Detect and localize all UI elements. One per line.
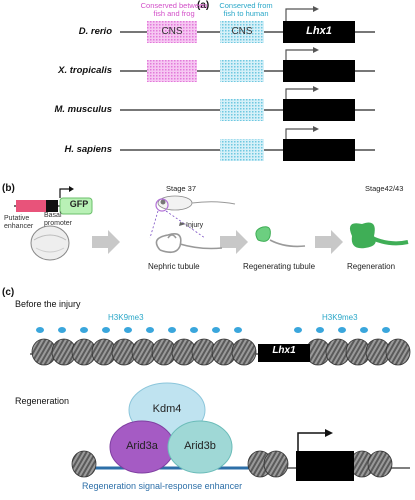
putative-enhancer-box: [16, 200, 46, 212]
panel-b-label: (b): [2, 183, 15, 194]
before-injury-title: Before the injury: [15, 299, 81, 309]
cns-cyan-box: [220, 21, 264, 43]
species-label: H. sapiens: [64, 144, 112, 155]
arid3b-label: Arid3b: [184, 440, 216, 452]
cns-pink-box: [147, 60, 197, 82]
basal-promoter-line-2: promoter: [44, 220, 73, 227]
cns-label-cyan: CNS: [231, 26, 253, 37]
injury-arrow: [179, 222, 186, 226]
cyan-header-line-2: fish to human: [223, 9, 269, 18]
pronephros-circle: [155, 198, 169, 212]
panel-b-diagram: [14, 186, 409, 261]
cns-cyan-box: [220, 60, 264, 82]
track-h-sapiens: [120, 126, 375, 161]
gene-box: [283, 60, 355, 82]
cyan-header-line-1: Conserved from: [219, 1, 273, 10]
lhx1-gene-box: [283, 21, 355, 43]
regeneration-label: Regeneration: [347, 262, 396, 271]
arrow-icon: [92, 230, 120, 254]
cyan-header: Conserved from fish to human: [214, 2, 278, 18]
cns-label-pink: CNS: [161, 26, 183, 37]
injury-label: Injury: [186, 222, 204, 229]
panel-c-diagram: [30, 327, 411, 481]
putative-enhancer-label: Putative enhancer: [4, 215, 33, 231]
kdm4-label: Kdm4: [152, 403, 182, 415]
construct-arrow: [59, 188, 69, 198]
methyl-dots: [36, 327, 390, 333]
egg-icon: [30, 225, 70, 261]
panel-c-label: (c): [2, 287, 15, 298]
tss-arrow: [285, 128, 313, 139]
pink-header: Conserved between fish and frog: [138, 2, 210, 18]
panel-a-tracks: [120, 6, 375, 161]
stage-37-label: Stage 37: [166, 184, 197, 193]
lhx1-label-c: Lhx1: [272, 345, 296, 356]
basal-promoter-box: [46, 200, 58, 212]
gfp-box: [59, 197, 93, 215]
pink-header-line-1: Conserved between: [140, 1, 208, 10]
arid3a-label: Arid3a: [126, 440, 158, 452]
nucleosome-row: [71, 450, 393, 478]
cns-cyan-box: [220, 99, 264, 121]
track-d-rerio: [120, 6, 375, 43]
regenerating-tubule-icon: [255, 226, 306, 248]
cns-cyan-box: [220, 139, 264, 161]
tss-arrow: [285, 49, 313, 60]
stage-42-label: Stage42/43: [365, 184, 404, 193]
basal-promoter-label: Basal promoter: [44, 212, 72, 228]
putative-enhancer-line-2: enhancer: [4, 223, 34, 230]
track-m-musculus: [120, 86, 375, 121]
panel-a-label: (a): [197, 0, 210, 11]
gene-box: [283, 139, 355, 161]
arid3b-ellipse: [167, 420, 233, 474]
nephric-tubule-label: Nephric tubule: [148, 262, 200, 271]
lhx1-gene-block: [258, 344, 310, 362]
gene-box: [283, 99, 355, 121]
tss-arrow: [285, 8, 313, 21]
transcription-arrow: [297, 432, 325, 451]
regenerating-tubule-label: Regenerating tubule: [243, 262, 316, 271]
basal-promoter-line-1: Basal: [44, 212, 62, 219]
regeneration-icon: [349, 222, 409, 249]
arrow-icon: [315, 230, 343, 254]
gfp-label: GFP: [69, 199, 89, 209]
nucleosome-row: [31, 338, 411, 366]
nephric-tubule-icon: [155, 233, 223, 254]
lhx1-active-block: [296, 451, 354, 481]
h3k9me3-label: H3K9me3: [322, 313, 358, 322]
pink-header-line-2: fish and frog: [153, 9, 195, 18]
h3k9me3-label: H3K9me3: [108, 313, 144, 322]
track-x-tropicalis: [120, 47, 375, 82]
putative-enhancer-line-1: Putative: [4, 215, 30, 222]
enhancer-caption: Regeneration signal-response enhancer: [82, 481, 243, 491]
species-label: X. tropicalis: [58, 65, 112, 76]
tss-arrow: [285, 88, 313, 99]
species-label: D. rerio: [78, 26, 112, 37]
arrow-icon: [220, 230, 248, 254]
regeneration-title: Regeneration: [15, 396, 70, 406]
cns-pink-box: [147, 21, 197, 43]
lhx1-label: Lhx1: [306, 25, 332, 37]
tadpole-icon: [149, 195, 236, 239]
species-label: M. musculus: [54, 104, 112, 115]
